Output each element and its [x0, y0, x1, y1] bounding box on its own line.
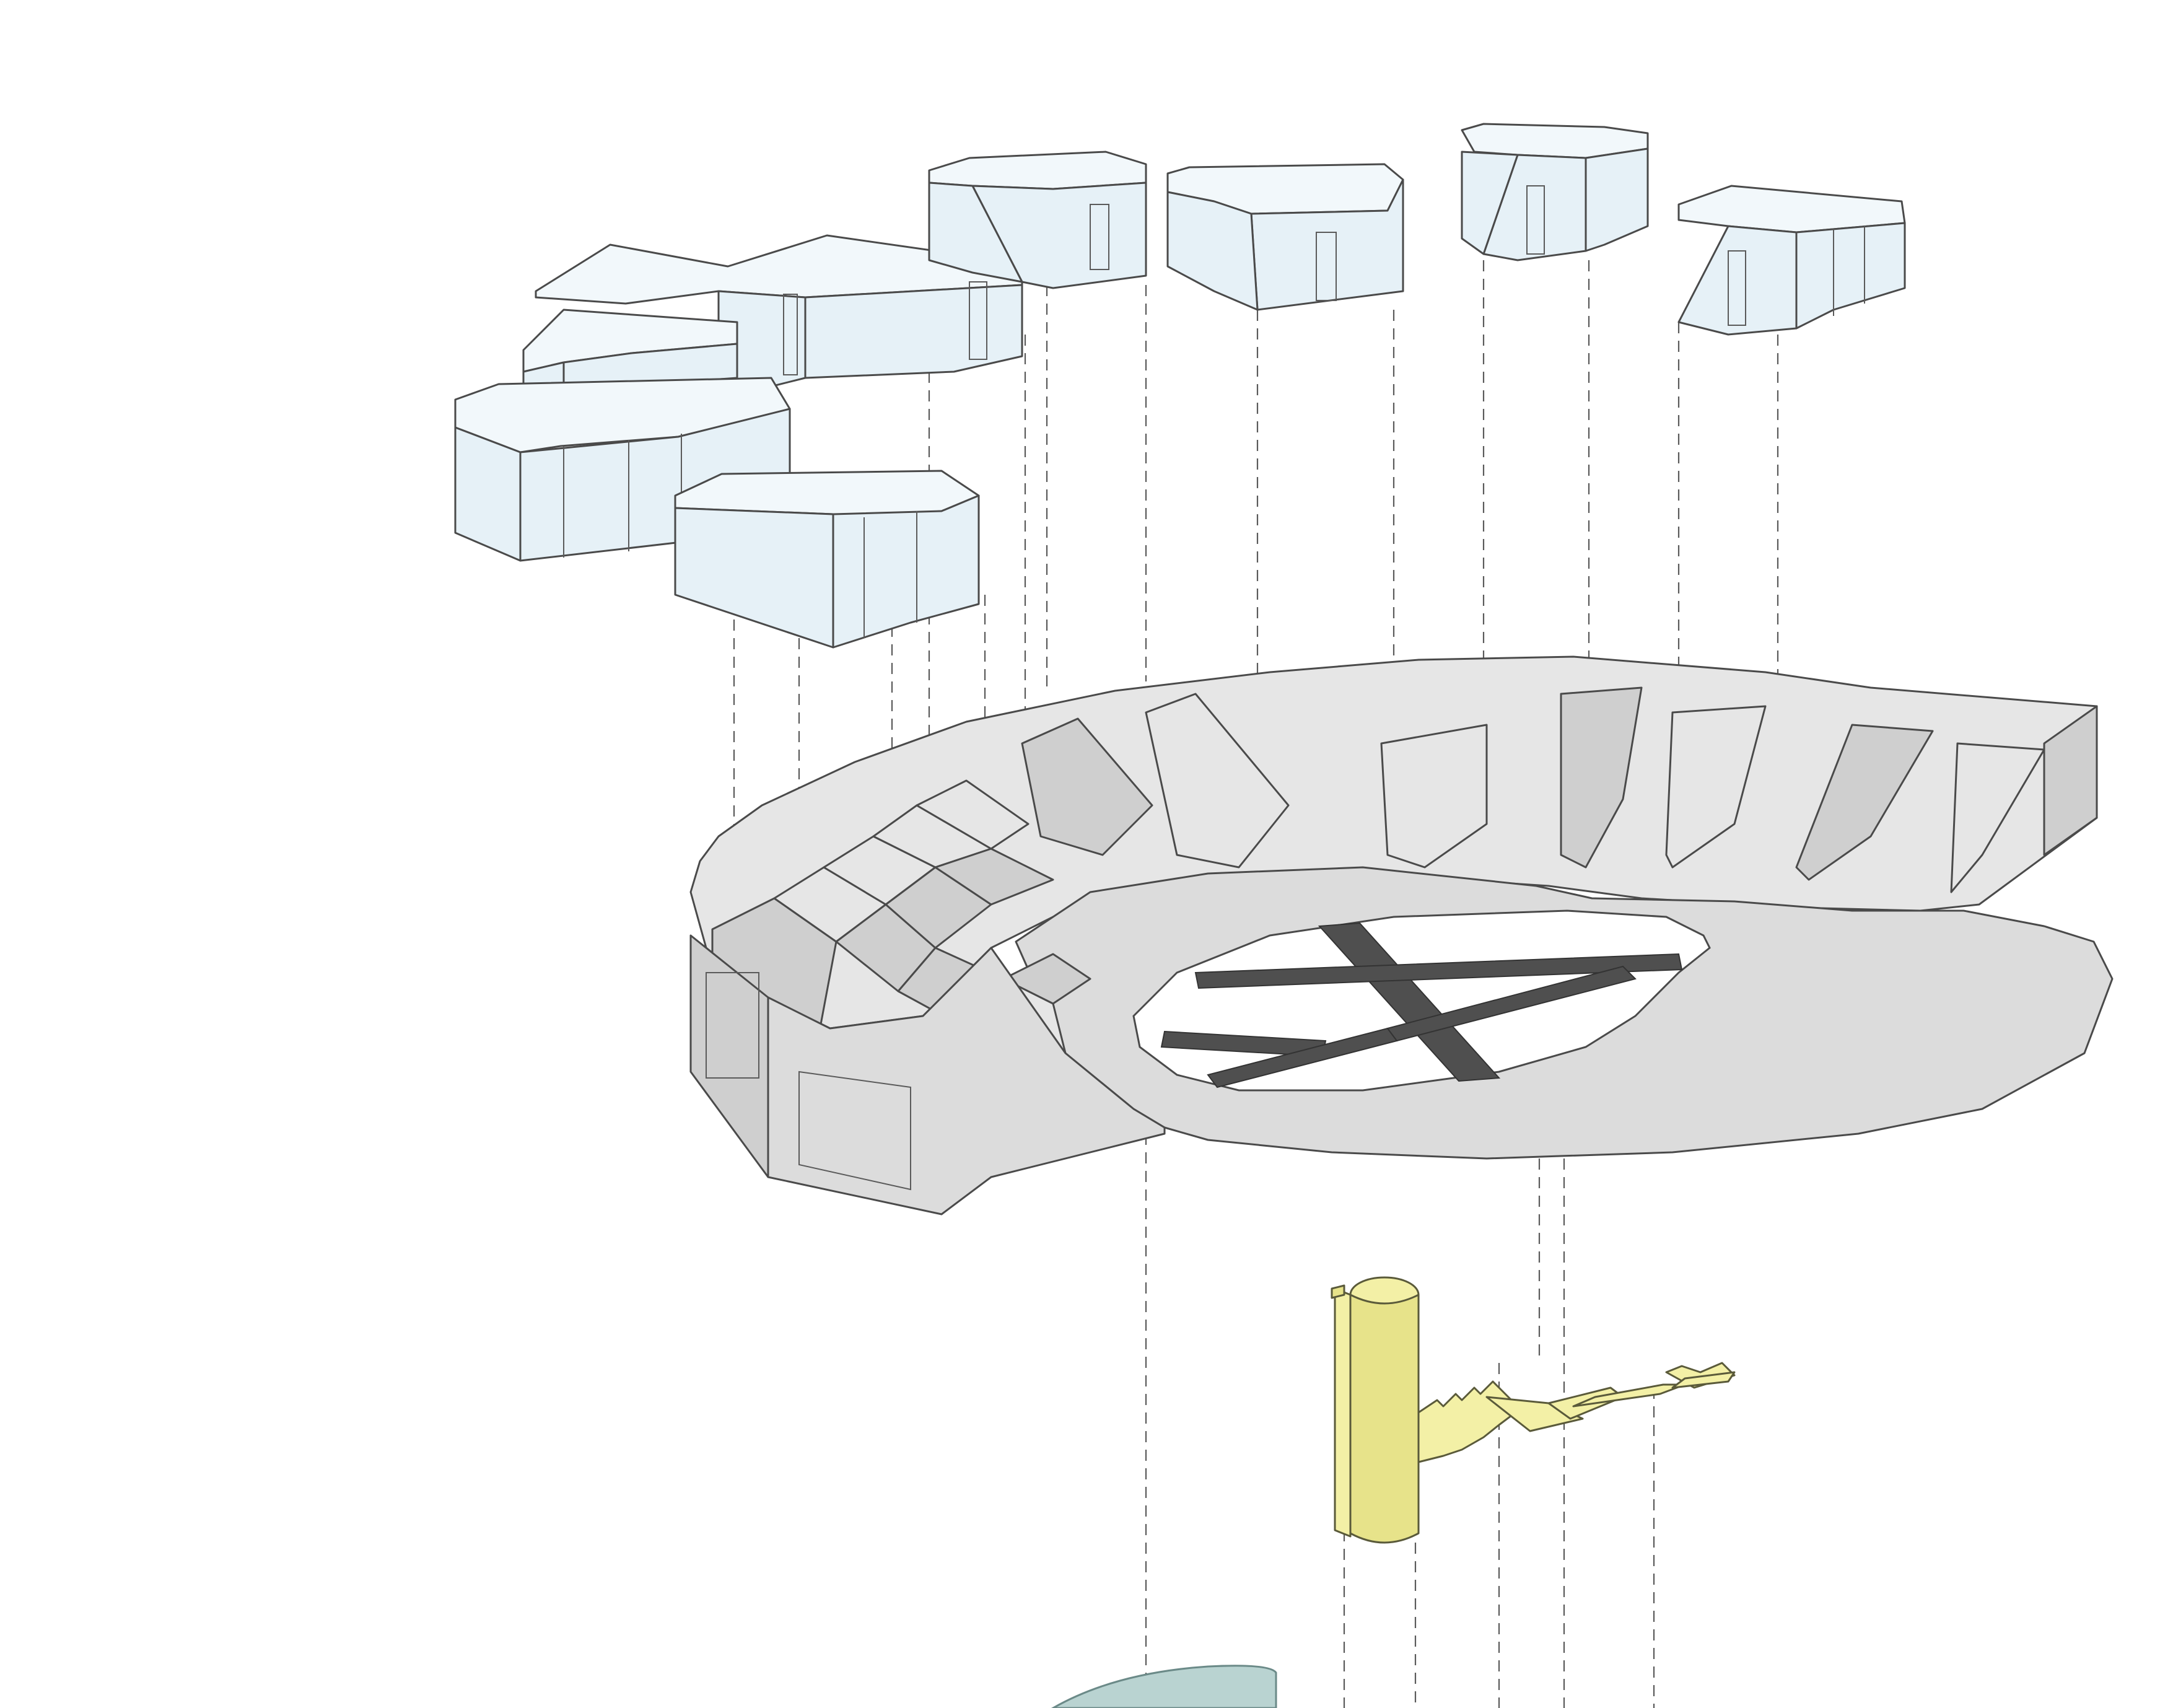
- ground-water-surface: [1051, 1665, 1277, 1708]
- door-outline: [969, 281, 987, 360]
- volume-block: [674, 470, 980, 649]
- volume-block: [1461, 123, 1649, 261]
- seating-tiers: [711, 686, 2045, 1054]
- stair-ramp: [1572, 1383, 1686, 1408]
- stair-edge: [1671, 1371, 1736, 1389]
- volume-block: [535, 234, 1023, 388]
- walkway-grating: [1386, 965, 1637, 1042]
- wall-panel: [798, 1071, 911, 1191]
- volume-block: [1166, 163, 1404, 311]
- amphitheatre-base: [689, 655, 2114, 1215]
- upper-volumes: [454, 123, 1906, 649]
- volume-block: [1677, 185, 1906, 336]
- core-shaft-top: [1331, 1284, 1345, 1299]
- door-outline: [783, 294, 798, 375]
- stair-landing: [1485, 1396, 1584, 1432]
- base-wall-right: [2043, 705, 2098, 856]
- door-outline: [1526, 185, 1545, 255]
- stair-flight: [1417, 1380, 1525, 1463]
- door-outline: [1316, 232, 1337, 301]
- door-outline: [1090, 204, 1109, 270]
- core-shaft: [1334, 1287, 1352, 1538]
- volume-block: [522, 309, 738, 392]
- walkway-grating: [1194, 953, 1683, 989]
- door-outline: [1728, 250, 1746, 326]
- volume-block: [928, 151, 1147, 289]
- stair-core: [1331, 1276, 1736, 1544]
- base-wall-front: [767, 947, 1166, 1215]
- wall-panel: [706, 972, 759, 1079]
- cross-walkways: [1160, 922, 1683, 1088]
- core-body: [1349, 1294, 1420, 1544]
